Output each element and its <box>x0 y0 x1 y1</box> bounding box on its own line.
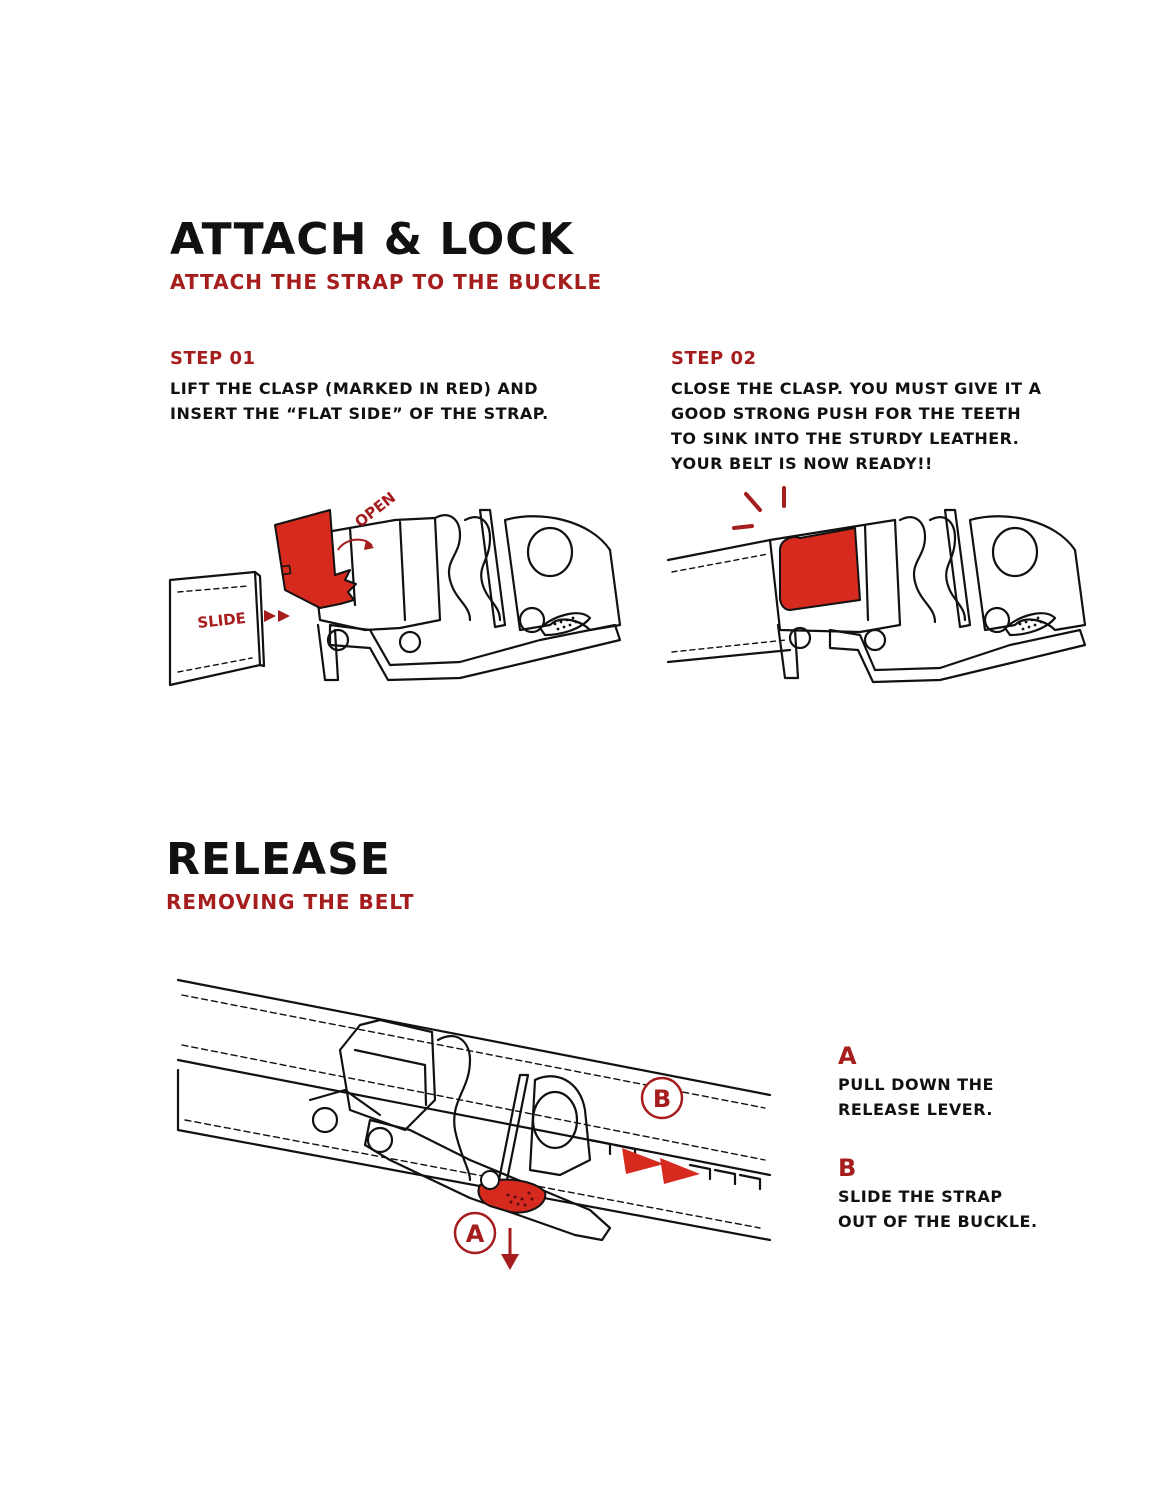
buckle-hinge <box>788 626 812 650</box>
buckle-housing <box>503 515 622 632</box>
buckle-hinge <box>398 630 422 654</box>
buckle-housing <box>968 515 1087 632</box>
buckle-frame-line <box>398 520 407 622</box>
strap-stitch <box>177 657 253 673</box>
buckle-wave <box>898 516 937 624</box>
step-02-line: CLOSE THE CLASP. YOU MUST GIVE IT A <box>671 379 1042 398</box>
buckle-hinge-arm <box>308 1088 382 1117</box>
buckle-hinge <box>326 628 350 652</box>
buckle-frame <box>308 516 442 632</box>
release-lever-pivot <box>480 1170 500 1190</box>
strap-mid-edge <box>176 1058 772 1177</box>
open-arrow-head <box>364 540 374 550</box>
slide-out-arrow-icon <box>660 1158 700 1184</box>
buckle-clasp-block <box>338 1018 437 1132</box>
buckle-bar <box>478 508 507 629</box>
step-02-text: STEP 02 CLOSE THE CLASP. YOU MUST GIVE I… <box>671 350 1041 476</box>
strap-top-edge <box>176 978 772 1097</box>
step-01-illustration: SLIDE OPEN <box>168 488 622 687</box>
strap-ratchet-teeth <box>588 1138 762 1191</box>
lever-texture <box>553 616 578 631</box>
step-02-line: TO SINK INTO THE STURDY LEATHER. <box>671 429 1020 448</box>
release-step-b-line: OUT OF THE BUCKLE. <box>838 1212 1038 1231</box>
strap-edge <box>253 570 266 668</box>
marker-b-label: B <box>653 1085 671 1113</box>
marker-b-circle <box>640 1076 684 1120</box>
attach-section-header: ATTACH & LOCK ATTACH THE STRAP TO THE BU… <box>170 214 603 294</box>
buckle-base <box>828 628 1087 684</box>
buckle-clasp-face <box>353 1048 428 1107</box>
strap-stitch <box>177 585 249 593</box>
buckle-housing <box>528 1075 592 1177</box>
attach-subtitle: ATTACH THE STRAP TO THE BUCKLE <box>170 270 603 294</box>
clasp-closed <box>779 527 861 611</box>
buckle-knob <box>526 526 574 578</box>
slide-out-arrow-icon <box>622 1148 664 1174</box>
open-arrow <box>337 538 373 551</box>
lever-texture <box>1018 616 1043 631</box>
step-02-line: GOOD STRONG PUSH FOR THE TEETH <box>671 404 1022 423</box>
buckle-base <box>363 1118 612 1242</box>
release-step-a: A PULL DOWN THE RELEASE LEVER. <box>838 1044 994 1122</box>
strap-stitch <box>671 553 769 573</box>
step-02-illustration <box>666 486 1087 684</box>
buckle-frame <box>768 518 902 634</box>
pull-down-arrow-head <box>501 1254 519 1270</box>
buckle-knob <box>991 526 1039 578</box>
lever-texture <box>506 1191 534 1207</box>
slide-arrow-icon <box>278 610 290 622</box>
release-title: RELEASE <box>166 834 391 885</box>
buckle-wave <box>433 514 472 622</box>
strap-stitch <box>184 1119 761 1229</box>
buckle-hinge-arm <box>316 623 340 682</box>
strap-bottom-edge <box>666 648 792 664</box>
open-label: OPEN <box>351 488 399 531</box>
step-01-line: LIFT THE CLASP (MARKED IN RED) AND <box>170 379 539 398</box>
release-lever <box>538 612 592 637</box>
release-step-a-line: PULL DOWN THE <box>838 1075 994 1094</box>
release-lever <box>1003 612 1057 637</box>
buckle-hinge <box>311 1106 339 1134</box>
strap-top-edge <box>666 538 772 562</box>
slide-arrow-icon <box>264 610 276 622</box>
release-subtitle: REMOVING THE BELT <box>166 890 415 914</box>
release-step-b-line: SLIDE THE STRAP <box>838 1187 1003 1206</box>
step-02-line: YOUR BELT IS NOW READY!! <box>671 454 933 473</box>
release-step-a-line: RELEASE LEVER. <box>838 1100 993 1119</box>
buckle-hinge <box>366 1126 394 1154</box>
buckle-hinge <box>863 628 887 652</box>
release-section-header: RELEASE REMOVING THE BELT <box>166 834 415 914</box>
buckle-base <box>328 623 622 682</box>
release-lever-pivot <box>518 606 546 634</box>
attach-title: ATTACH & LOCK <box>170 214 574 265</box>
buckle-knob <box>531 1090 579 1150</box>
clasp-lifted <box>274 509 357 609</box>
step-02-label: STEP 02 <box>671 348 757 369</box>
release-illustration: B A <box>176 978 772 1270</box>
step-01-line: INSERT THE “FLAT SIDE” OF THE STRAP. <box>170 404 549 423</box>
buckle-bar <box>943 508 972 629</box>
strap-stitch <box>671 639 787 653</box>
buckle-wave <box>436 1034 472 1182</box>
marker-a-circle <box>453 1211 497 1255</box>
marker-a-label: A <box>466 1220 485 1248</box>
strap-stitch <box>181 1044 766 1161</box>
release-step-b: B SLIDE THE STRAP OUT OF THE BUCKLE. <box>838 1156 1038 1234</box>
buckle-hinge-arm <box>776 623 800 680</box>
release-step-b-letter: B <box>838 1154 857 1182</box>
step-01-label: STEP 01 <box>170 348 256 369</box>
clasp-slot <box>280 564 292 576</box>
release-lever-pivot <box>983 606 1011 634</box>
buckle-frame-line <box>863 523 870 622</box>
slide-label: SLIDE <box>197 609 247 632</box>
step-01-text: STEP 01 LIFT THE CLASP (MARKED IN RED) A… <box>170 350 549 426</box>
release-step-a-letter: A <box>838 1042 857 1070</box>
push-impact-marks <box>732 486 786 530</box>
